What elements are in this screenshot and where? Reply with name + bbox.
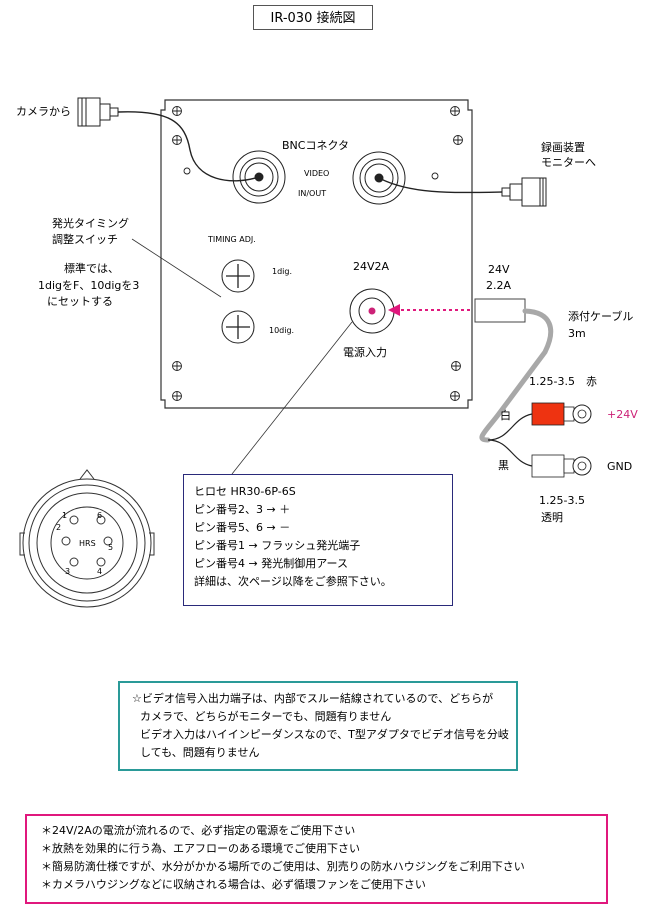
pin-info-line: 詳細は、次ページ以降をご参照下さい。	[194, 575, 392, 588]
dig1-label: 1dig.	[272, 267, 292, 276]
timing-label: TIMING ADJ.	[207, 235, 256, 244]
clear-spec-1: 1.25-3.5	[539, 494, 585, 507]
cable-label-2: 3m	[568, 327, 586, 340]
pin-info-line: ピン番号1 → フラッシュ発光端子	[194, 539, 361, 552]
camera-cable	[117, 111, 260, 182]
red-terminal-sleeve	[531, 402, 565, 426]
switch-desc-1: 標準では、	[64, 261, 119, 275]
dig10-label: 10dig.	[269, 326, 294, 335]
switch-leader-line	[131, 238, 222, 298]
clear-terminal-sleeve	[531, 454, 565, 478]
video-label: VIDEO	[304, 169, 329, 178]
pin-info-leader-line	[231, 321, 353, 475]
power-arrow-head	[388, 304, 400, 316]
cable-current: 2.2A	[486, 279, 511, 292]
camera-bnc-plug	[77, 97, 119, 127]
clear-spec-2: 透明	[541, 511, 563, 524]
pin-label-1: 1	[62, 511, 67, 520]
switch-title-1: 発光タイミング	[52, 216, 129, 230]
switch-desc-3: にセットする	[47, 295, 113, 308]
video-note-line: しても、問題有りません	[140, 746, 260, 759]
switch-title-2: 調整スイッチ	[52, 232, 118, 246]
connector-mark: HRS	[79, 539, 96, 548]
warning-line: ＊放熱を効果的に行う為、エアフローのある環境でご使用下さい	[41, 842, 360, 855]
cable-voltage: 24V	[488, 263, 510, 276]
pin-info-box: ヒロセ HR30-6P-6S ピン番号2、3 → ＋ ピン番号5、6 → － ピ…	[183, 474, 453, 606]
pin-info-line: ピン番号2、3 → ＋	[194, 503, 291, 516]
pin-label-5: 5	[108, 543, 113, 552]
warning-box: ＊24V/2Aの電流が流れるので、必ず指定の電源をご使用下さい ＊放熱を効果的に…	[25, 814, 608, 904]
panel-screws	[172, 106, 463, 401]
pin-info-line: ピン番号5、6 → －	[194, 521, 291, 534]
pin-info-line: ヒロセ HR30-6P-6S	[194, 485, 296, 498]
video-note-box: ☆ビデオ信号入出力端子は、内部でスルー結線されているので、どちらが カメラで、ど…	[118, 681, 518, 771]
camera-from-label: カメラから	[16, 105, 71, 118]
power-input-label: 電源入力	[343, 345, 387, 359]
timing-switch-1dig	[221, 259, 255, 293]
plus24v-label: +24V	[607, 408, 638, 421]
pin-label-2: 2	[56, 523, 61, 532]
cable-label-1: 添付ケーブル	[568, 309, 633, 323]
recorder-label-2: モニターへ	[541, 156, 596, 169]
red-spec-label: 1.25-3.5 赤	[529, 375, 597, 388]
cable-plug	[474, 298, 526, 323]
warning-line: ＊簡易防滴仕様ですが、水分がかかる場所でのご使用は、別売りの防水ハウジングをご利…	[41, 860, 525, 873]
recorder-cable	[378, 177, 503, 194]
bnc-label: BNCコネクタ	[282, 139, 349, 152]
cable-split	[487, 413, 533, 467]
warning-line: ＊24V/2Aの電流が流れるので、必ず指定の電源をご使用下さい	[41, 824, 356, 837]
pin-label-6: 6	[97, 511, 102, 520]
recorder-label-1: 録画装置	[541, 140, 585, 154]
recorder-bnc-plug	[501, 177, 547, 207]
camera-rear-panel	[160, 99, 473, 409]
video-note-line: カメラで、どちらがモニターでも、問題有りません	[140, 710, 392, 723]
switch-desc-2: 1digをF、10digを3	[38, 279, 139, 292]
pin-label-4: 4	[97, 567, 102, 576]
pin-label-3: 3	[65, 567, 70, 576]
timing-switch-10dig	[221, 310, 255, 344]
warning-line: ＊カメラハウジングなどに収納される場合は、必ず循環ファンをご使用下さい	[41, 878, 426, 891]
connector-pinout	[19, 469, 155, 608]
black-wire-label: 黒	[498, 459, 509, 472]
panel-holes	[183, 167, 439, 180]
white-wire-label: 白	[500, 408, 511, 422]
gray-cable	[479, 308, 554, 443]
gnd-label: GND	[607, 460, 632, 473]
video-note-line: ビデオ入力はハイインピーダンスなので、T型アダプタでビデオ信号を分岐	[140, 728, 509, 741]
pin-info-line: ピン番号4 → 発光制御用アース	[194, 557, 348, 570]
bnc-connector-right	[352, 151, 406, 205]
page-title: IR-030 接続図	[253, 5, 373, 30]
inout-label: IN/OUT	[298, 189, 326, 198]
video-note-line: ☆ビデオ信号入出力端子は、内部でスルー結線されているので、どちらが	[132, 692, 494, 705]
power-rating-label: 24V2A	[353, 260, 390, 273]
